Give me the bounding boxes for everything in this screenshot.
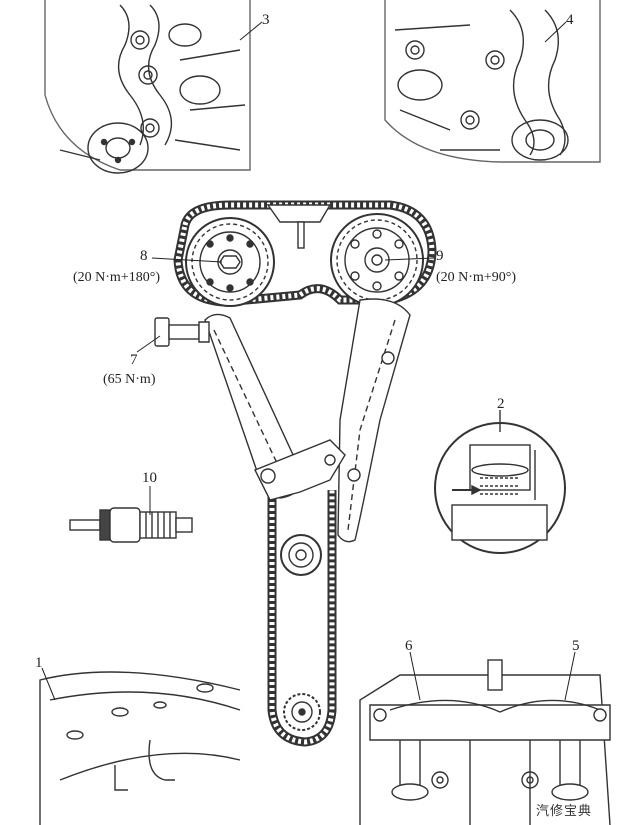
crankshaft-sprocket xyxy=(283,693,321,731)
leader-lines xyxy=(41,21,576,701)
callout-3: 3 xyxy=(262,12,270,28)
callout-9-torque: (20 N·m+90°) xyxy=(436,270,516,285)
intake-sprocket xyxy=(185,217,275,307)
callout-8: 8 xyxy=(140,248,148,264)
exhaust-sprocket xyxy=(330,213,424,307)
callout-1: 1 xyxy=(35,655,43,671)
callout-7-torque: (65 N·m) xyxy=(103,372,156,387)
callout-8-torque: (20 N·m+180°) xyxy=(73,270,160,285)
callout-5: 5 xyxy=(572,638,580,654)
callout-9: 9 xyxy=(436,248,444,264)
panel-camshaft-exhaust xyxy=(384,0,601,163)
detail-view-circle xyxy=(434,410,566,554)
tensioner-bolt xyxy=(154,317,210,347)
callout-4: 4 xyxy=(566,12,574,28)
callout-6: 6 xyxy=(405,638,413,654)
idler-sprocket xyxy=(280,534,322,576)
callout-7: 7 xyxy=(130,352,138,368)
panel-camshaft-intake xyxy=(44,0,251,174)
chain-rails xyxy=(204,298,411,543)
upper-chain-guide xyxy=(266,204,332,249)
callout-10: 10 xyxy=(142,470,157,486)
special-tool xyxy=(69,507,193,543)
panel-camshaft-lock-tool xyxy=(359,659,611,825)
panel-head-corner xyxy=(39,671,241,825)
watermark: 汽修宝典 xyxy=(536,803,593,818)
callout-2: 2 xyxy=(497,396,505,412)
tensioner-bracket xyxy=(254,439,346,501)
